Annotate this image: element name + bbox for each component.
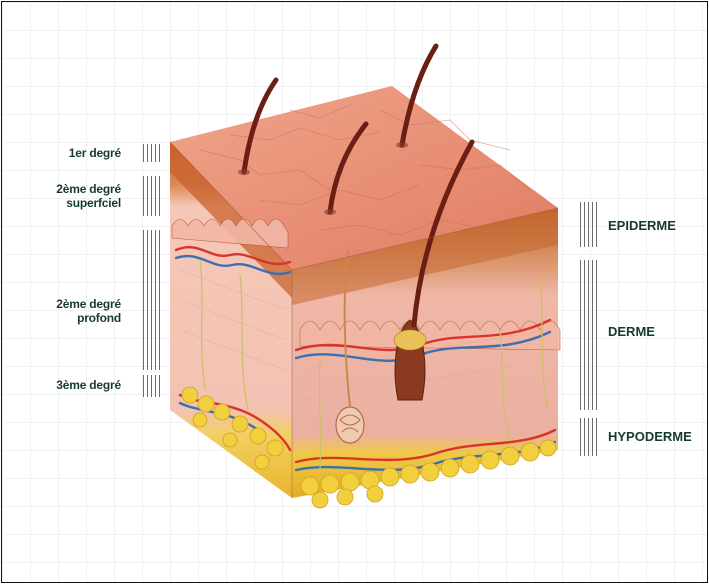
label-second-degree-deep: 2ème degré profond — [56, 297, 121, 325]
tick-bars-2eme-profond — [143, 230, 160, 370]
label-second-superficial-line2: superfciel — [56, 196, 121, 210]
label-hypodermis: HYPODERME — [608, 430, 692, 444]
label-epidermis: EPIDERME — [608, 219, 676, 233]
label-third-degree: 3ème degré — [56, 378, 121, 392]
label-second-degree-superficial: 2ème degré superfciel — [56, 182, 121, 210]
tick-bars-1er-degre — [143, 144, 160, 162]
tick-bars-3eme-degre — [143, 375, 160, 397]
tick-bars-2eme-superficiel — [143, 176, 160, 216]
label-second-deep-line1: 2ème degré — [56, 297, 121, 311]
label-first-degree: 1er degré — [69, 146, 121, 160]
tick-bars-hypoderme — [580, 418, 597, 456]
label-dermis: DERME — [608, 325, 655, 339]
tick-bars-derme — [580, 260, 597, 410]
label-second-superficial-line1: 2ème degré — [56, 182, 121, 196]
label-second-deep-line2: profond — [56, 311, 121, 325]
tick-bars-epiderme — [580, 202, 597, 247]
